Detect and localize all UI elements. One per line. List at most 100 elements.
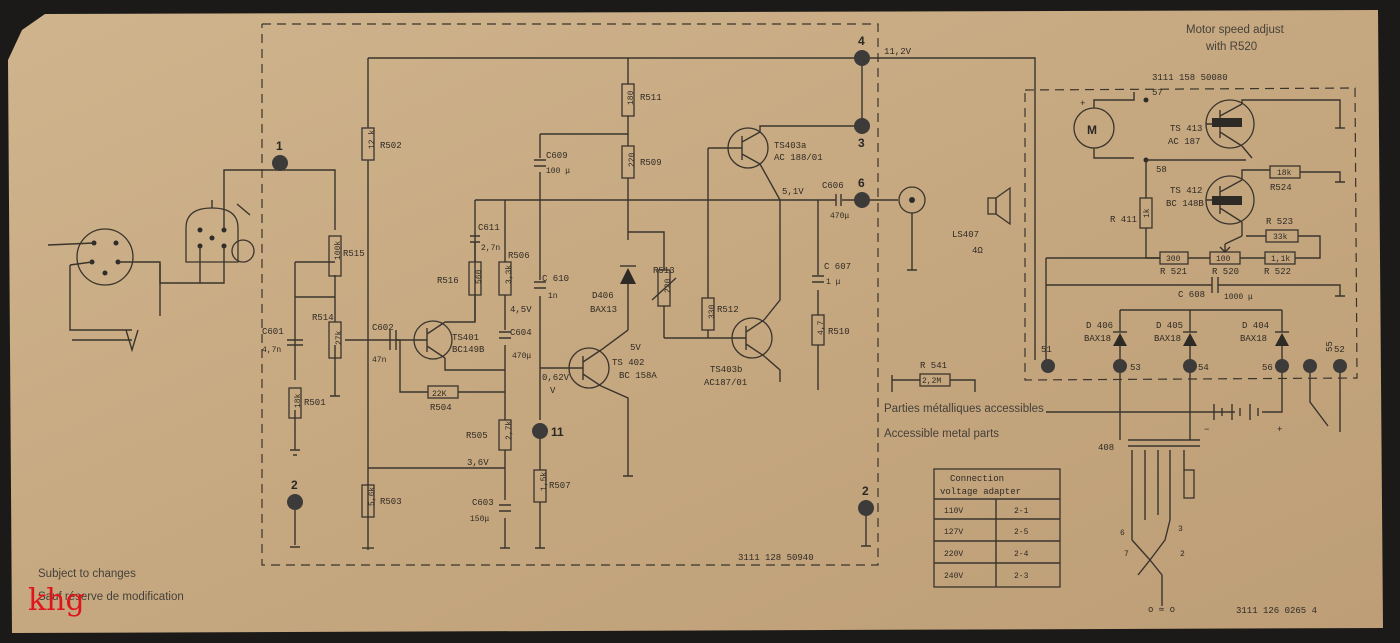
svg-text:R 521: R 521 [1160,267,1187,277]
r507 [533,469,547,503]
r524 [1269,165,1301,179]
ts403a-transistor [707,125,862,240]
terminal-58-label: 58 [1156,165,1167,175]
svg-text:R510: R510 [828,327,850,337]
svg-text:R504: R504 [430,403,452,413]
din-output-socket [159,169,290,284]
adapter-row-voltage: 220V [944,550,963,559]
svg-text:BAX18: BAX18 [1154,334,1181,344]
motor-terminals [1041,359,1347,373]
svg-text:1000 μ: 1000 μ [1224,293,1253,302]
r514 [328,321,342,359]
terminal-11-label: 11 [551,425,564,439]
voltage-3-6: 3,6V [467,458,489,468]
svg-text:1k: 1k [1143,208,1152,218]
terminal-2-left [287,494,303,510]
terminal-6-label: 6 [858,176,865,190]
svg-text:18k: 18k [1277,169,1292,178]
svg-text:100 μ: 100 μ [546,167,570,176]
terminal-55-label: 55 [1325,341,1335,352]
svg-text:300: 300 [1166,255,1181,264]
adapter-title-1: Connection [950,474,1004,484]
svg-text:C611: C611 [478,223,500,233]
paper [8,10,1383,633]
svg-text:R512: R512 [717,305,739,315]
ts413-type: AC 187 [1168,137,1200,147]
svg-text:22K: 22K [432,390,447,399]
svg-text:R 520: R 520 [1212,267,1239,277]
adapter-row-pins: 2-3 [1014,572,1029,581]
svg-text:3,3k: 3,3k [505,265,514,284]
svg-text:C 607: C 607 [824,262,851,272]
adapter-title-2: voltage adapter [940,487,1021,497]
caption-with-r520: with R520 [1205,41,1257,53]
svg-text:100: 100 [1216,255,1231,264]
terminal-54-label: 54 [1198,363,1209,373]
svg-text:560: 560 [475,269,484,284]
terminal-53-label: 53 [1130,363,1141,373]
r411 [1139,197,1153,229]
svg-text:C609: C609 [546,151,568,161]
r541 [919,373,951,387]
svg-text:1 μ: 1 μ [826,278,841,287]
ts401-type: BC149B [452,345,485,355]
terminal-51-label: 51 [1041,345,1052,355]
svg-text:18k: 18k [294,393,303,408]
transformer-408 [1128,439,1200,540]
ts413-label: TS 413 [1170,124,1202,134]
r506 [498,261,512,296]
svg-text:BAX18: BAX18 [1084,334,1111,344]
r504 [427,385,459,399]
metal-parts-en: Accessible metal parts [884,428,999,440]
motor-label: M [1087,123,1097,137]
r521 [1159,251,1189,265]
r515-label: R515 [343,249,365,259]
svg-text:R 523: R 523 [1266,217,1293,227]
svg-text:R507: R507 [549,481,571,491]
terminal-57-label: 57 [1152,88,1163,98]
d405-diode [1183,331,1197,346]
r512 [701,297,715,331]
svg-text:2,7n: 2,7n [481,244,500,253]
svg-text:3: 3 [1178,525,1183,534]
svg-text:R514: R514 [312,313,334,323]
svg-text:2,7k: 2,7k [505,421,514,440]
svg-text:R502: R502 [380,141,402,151]
svg-text:C602: C602 [372,323,394,333]
svg-text:D 406: D 406 [1086,321,1113,331]
ts402-label: TS 402 [612,358,644,368]
svg-text:100k: 100k [334,241,343,260]
svg-text:470μ: 470μ [512,352,531,361]
ts412-label: TS 412 [1170,186,1202,196]
svg-text:R503: R503 [380,497,402,507]
svg-text:+: + [1277,425,1282,435]
r503 [361,484,375,518]
part-number: 3111 126 0265 4 [1236,606,1317,616]
adapter-row-pins: 2-4 [1014,550,1029,559]
terminal-11 [532,423,548,439]
voltage-adapter-table [933,468,1061,588]
note-sauf-reserve: Sauf réserve de modification [38,591,184,603]
caption-motor-speed: Motor speed adjust [1186,24,1285,36]
ts403b-label: TS403b [710,365,742,375]
terminal-4-label: 4 [858,34,865,48]
svg-text:D406: D406 [592,291,614,301]
board-number: 3111 128 50940 [738,553,814,563]
svg-text:180: 180 [627,90,636,105]
r513 [657,269,671,307]
din-input-socket [47,228,161,353]
terminal-2-right [858,500,874,516]
note-subject-to-changes: Subject to changes [38,568,136,580]
adapter-row-pins: 2-5 [1014,528,1029,537]
ts402-type: BC 158A [619,371,657,381]
svg-text:330: 330 [708,304,717,319]
ts403a-type: AC 188/01 [774,153,823,163]
svg-text:470μ: 470μ [830,212,849,221]
svg-text:1,1k: 1,1k [1271,255,1290,264]
transformer-label: 408 [1098,443,1114,453]
terminal-2-left-label: 2 [291,478,298,492]
ts401-label: TS401 [452,333,479,343]
d404-diode [1275,331,1289,346]
